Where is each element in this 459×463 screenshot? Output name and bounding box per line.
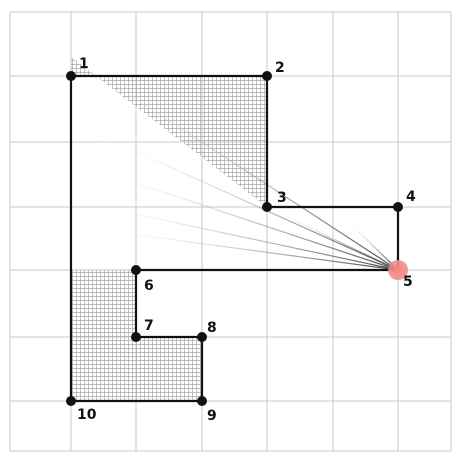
vertex-9 [197, 396, 207, 406]
vertex-label-1: 1 [79, 56, 89, 72]
vertex-label-3: 3 [277, 190, 287, 206]
vertex-10 [66, 396, 76, 406]
vertex-7 [131, 332, 141, 342]
vertex-label-2: 2 [275, 60, 285, 76]
vertex-label-8: 8 [207, 320, 217, 336]
hatched-regions [71, 56, 267, 401]
vertex-labels: 1 2 3 4 5 6 7 8 9 10 [77, 56, 416, 424]
sight-line-4 [70, 199, 399, 271]
vertex-8 [197, 332, 207, 342]
vertex-label-9: 9 [207, 408, 217, 424]
vertex-4 [393, 202, 403, 212]
sight-line-6 [266, 206, 399, 271]
hatched-region-1 [71, 56, 267, 207]
sight-line-5 [70, 225, 399, 271]
vertex-2 [262, 71, 272, 81]
sight-line-2 [70, 121, 399, 271]
sight-line-3 [70, 160, 399, 271]
vertex-1 [66, 71, 76, 81]
hatched-region-2 [71, 270, 202, 401]
vertex-label-7: 7 [144, 318, 154, 334]
sight-line-1 [70, 56, 399, 271]
vertex-6 [131, 265, 141, 275]
vertex-5 [395, 267, 401, 273]
vertex-label-6: 6 [144, 278, 154, 294]
vertex-label-4: 4 [406, 189, 416, 205]
vertex-3 [262, 202, 272, 212]
sight-lines [70, 56, 399, 271]
vertices [66, 71, 408, 406]
vertex-label-5: 5 [403, 274, 413, 290]
vertex-label-10: 10 [77, 407, 97, 423]
